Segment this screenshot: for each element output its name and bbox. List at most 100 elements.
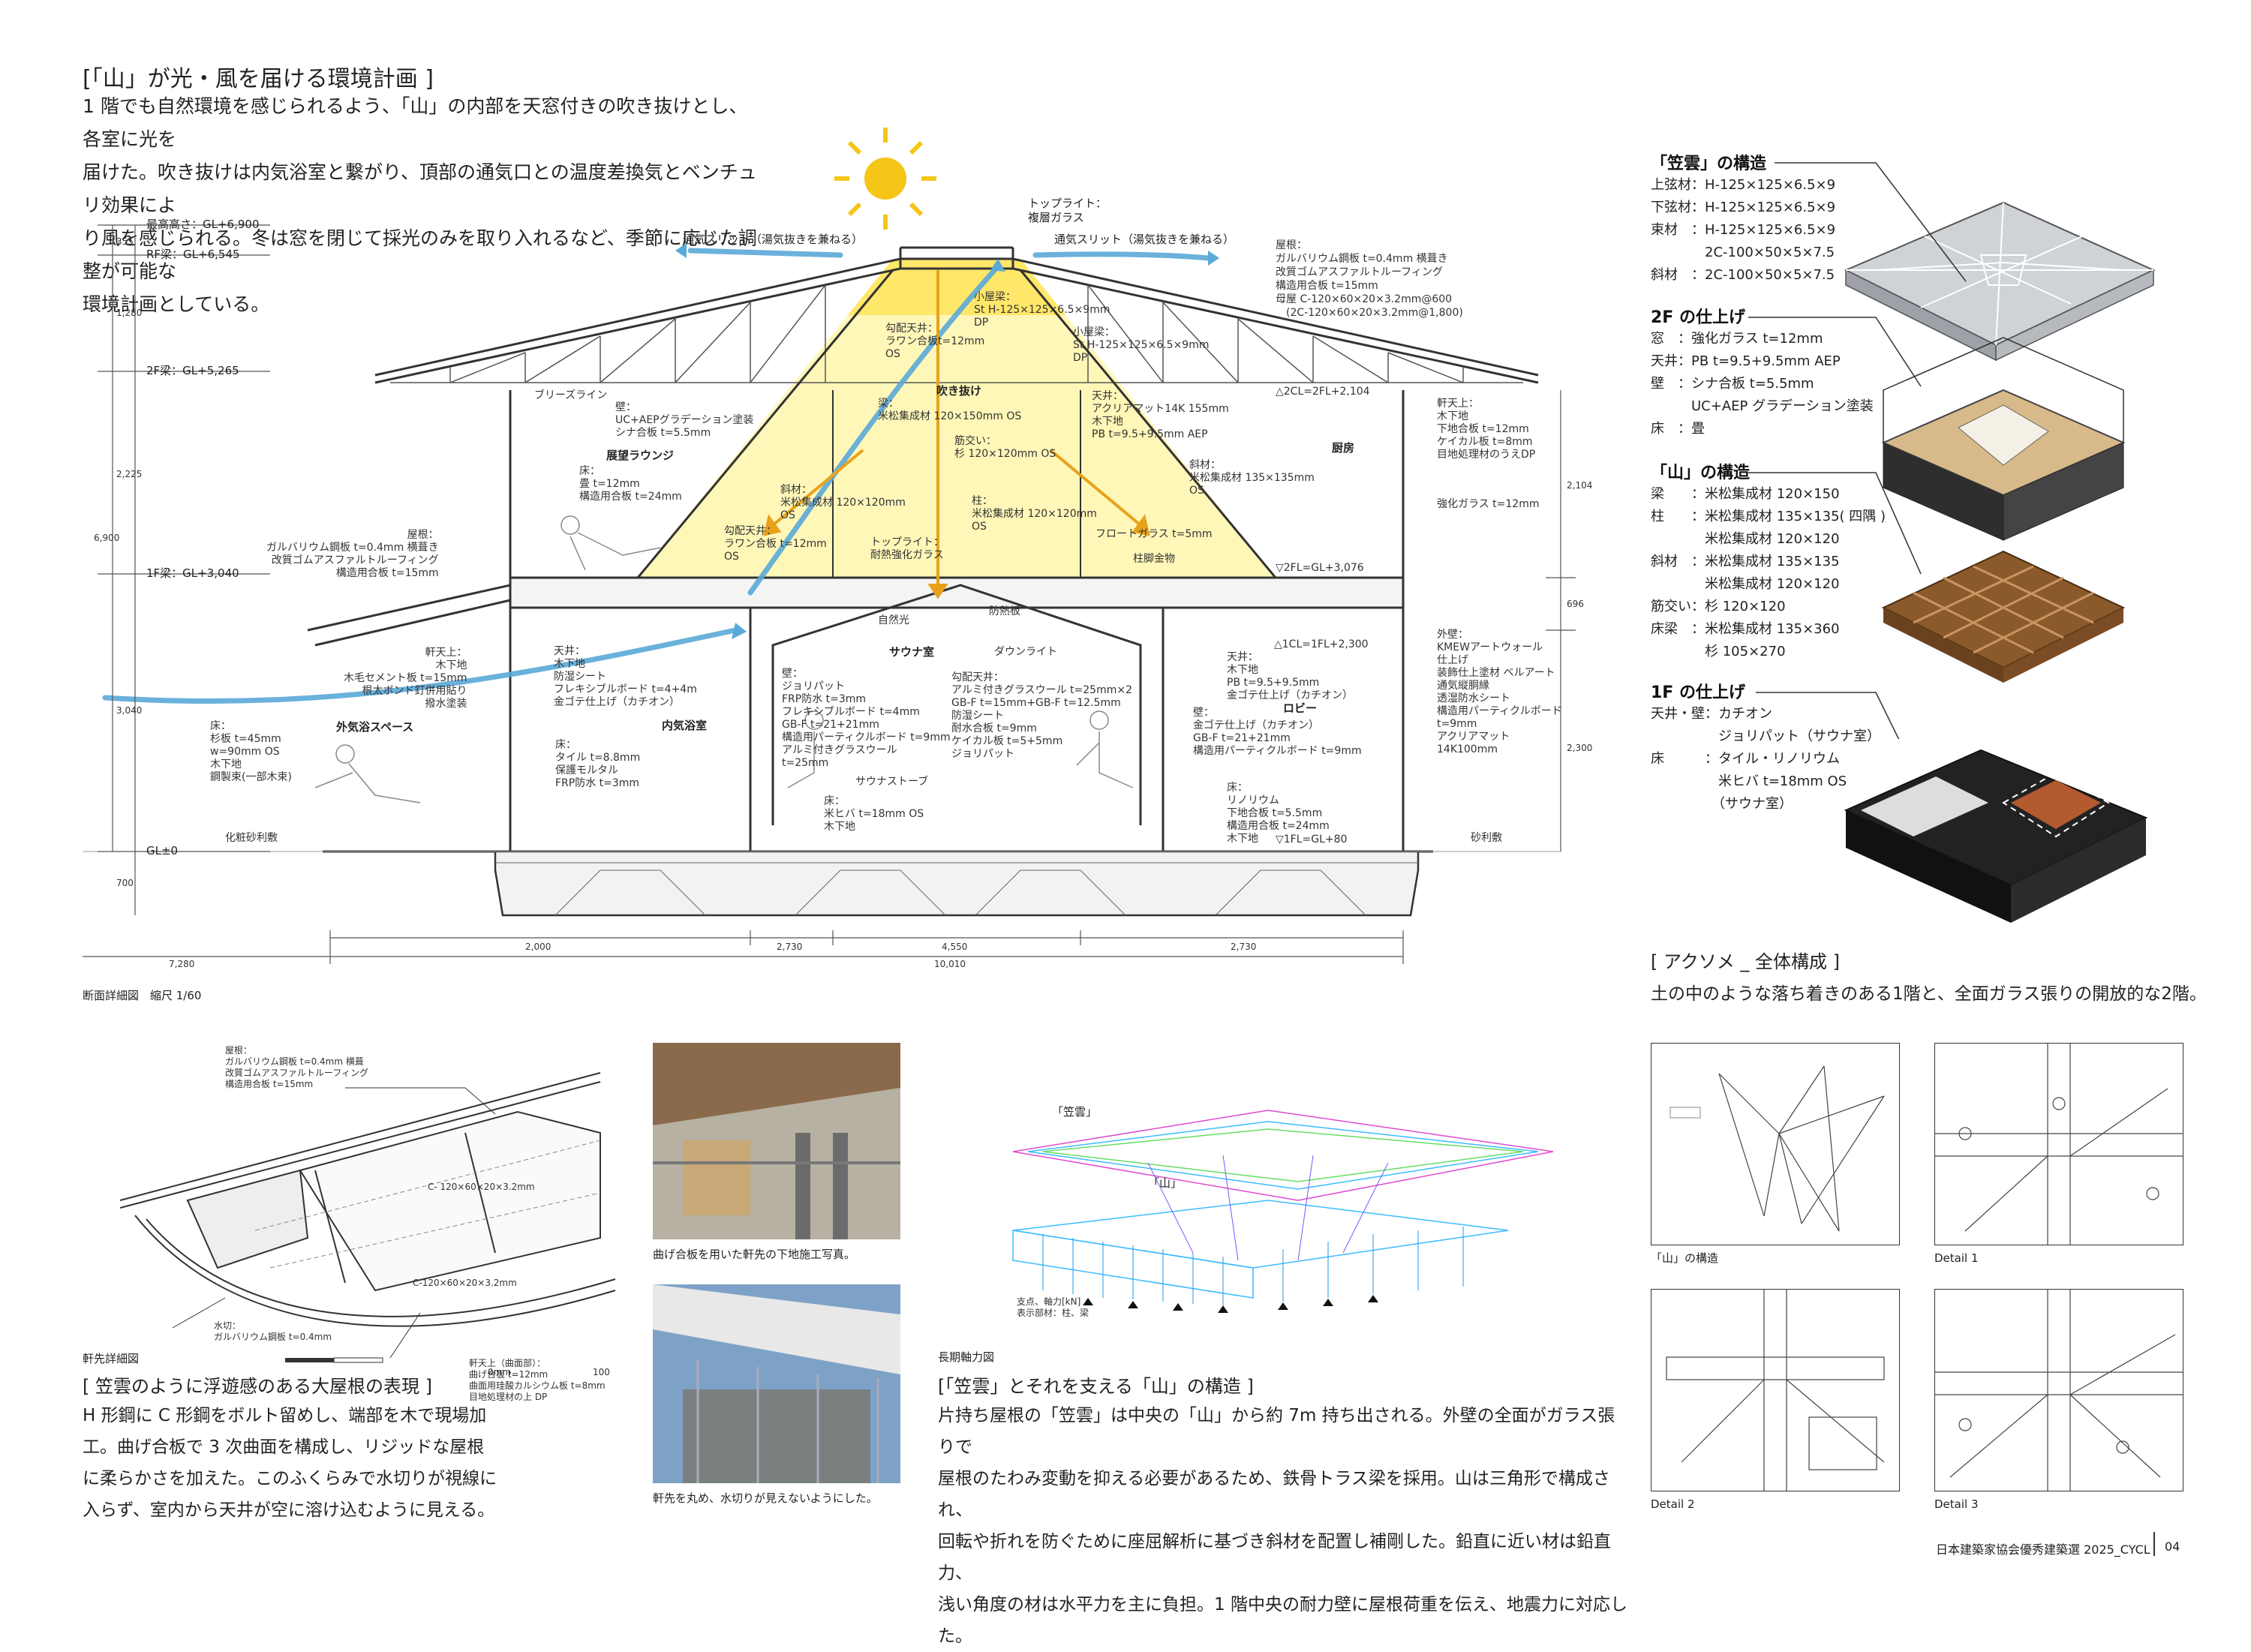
level-label: RF梁：GL+6,545: [146, 248, 240, 261]
label: サウナ室: [889, 645, 935, 659]
dim-v: 355: [116, 236, 134, 247]
photo-caption: 軒先を丸め、水切りが見えないようにした。: [653, 1491, 878, 1505]
label: △1CL=1FL+2,300: [1274, 638, 1369, 650]
label: 筋交い： 杉 120×120mm OS: [954, 435, 1056, 460]
photo-construction-graphic: [653, 1043, 900, 1239]
label: △2CL=2FL+2,104: [1276, 386, 1370, 398]
axo-row: 窓 ：強化ガラス t=12mm: [1651, 331, 1823, 347]
label: 床： 畳 t=12mm 構造用合板 t=24mm: [579, 465, 682, 503]
eave-label: 屋根： ガルバリウム鋼板 t=0.4mm 横葺 改質ゴムアスファルトルーフィング…: [225, 1045, 369, 1089]
eave-line: 入らず、室内から天井が空に溶け込むように見える。: [83, 1500, 495, 1520]
dim-v: 2,104: [1567, 480, 1593, 491]
env-title: [「山」が光・風を届ける環境計画 ]: [83, 66, 434, 92]
label: 外壁： KMEWアートウォール 仕上げ 装飾仕上塗材 ベルアート 通気縦胴縁 透…: [1437, 629, 1562, 755]
label: 内気浴室: [662, 719, 708, 732]
photo-construction: [653, 1043, 900, 1239]
env-line: り風を感じられる。冬は窓を閉じて採光のみを取り入れるなど、季節に応じた調整が可能…: [83, 227, 757, 282]
frame-yama-structure: [1651, 1043, 1900, 1245]
analysis-line: 片持ち屋根の「笠雲」は中央の「山」から約 7m 持ち出される。外壁の全面がガラス…: [938, 1406, 1615, 1457]
label: 勾配天井： アルミ付きグラスウール t=25mm×2 GB-F t=15mm+G…: [951, 671, 1132, 760]
axo-row: UC+AEP グラデーション塗装: [1651, 398, 1874, 414]
label: 床： リノリウム 下地合板 t=5.5mm 構造用合板 t=24mm 木下地: [1227, 782, 1330, 845]
label: 天井： 木下地 PB t=9.5+9.5mm 金ゴテ仕上げ（カチオン）: [1227, 651, 1353, 701]
axo-row: 束材 ：H-125×125×6.5×9: [1651, 222, 1836, 238]
axo-row: ジョリパット（サウナ室）: [1651, 728, 1880, 744]
axo-2f: [1881, 337, 2126, 541]
env-line: 環境計画としている。: [83, 293, 270, 315]
frame-detail-2: [1651, 1289, 1900, 1491]
axo-row: 天井・壁：カチオン: [1651, 706, 1772, 722]
axo-row: 天井：PB t=9.5+9.5mm AEP: [1651, 353, 1841, 369]
label: 床： タイル t=8.8mm 保護モルタル FRP防水 t=3mm: [555, 739, 641, 789]
axo-section-heading: [ アクソメ _ 全体構成 ]: [1651, 951, 1841, 972]
axo-row: 斜材 ：米松集成材 135×135: [1651, 554, 1840, 569]
axo-yama: [1881, 550, 2126, 683]
label: 勾配天井： ラワン合板 t=12mm OS: [724, 525, 827, 563]
label: 砂利敷: [1471, 832, 1502, 844]
label: トップライト： 耐熱強化ガラス: [870, 536, 944, 561]
analysis-line: 浅い角度の材は水平力を主に負担。1 階中央の耐力壁に屋根荷重を伝え、地震力に対応…: [938, 1595, 1627, 1646]
label: ダウンライト: [994, 646, 1057, 658]
axo-1f-text: 1F の仕上げ 天井・壁：カチオン ジョリパット（サウナ室） 床 ：タイル・リノ…: [1651, 679, 1891, 815]
axo-row: 梁 ：米松集成材 120×150: [1651, 486, 1840, 502]
detail-caption: Detail 2: [1651, 1497, 1695, 1511]
dim-v: 2,225: [116, 469, 143, 479]
detail-caption: 「山」の構造: [1651, 1251, 1719, 1265]
axo-row: 米ヒバ t=18mm OS: [1651, 773, 1847, 789]
section-caption: 断面詳細図 縮尺 1/60: [83, 989, 202, 1002]
axo-2f-text: 2F の仕上げ 窓 ：強化ガラス t=12mm 天井：PB t=9.5+9.5m…: [1651, 304, 1891, 440]
axo-row: 米松集成材 120×120: [1651, 531, 1840, 547]
level-label: 1F梁：GL+3,040: [146, 566, 239, 580]
label: 斜材： 米松集成材 120×120mm OS: [780, 484, 906, 521]
label: 天井： アクリアマット14K 155mm 木下地 PB t=9.5+9.5mm …: [1092, 390, 1229, 440]
label: 屋根： ガルバリウム鋼板 t=0.4mm 横葺き 改質ゴムアスファルトルーフィン…: [1276, 239, 1463, 319]
label: 展望ラウンジ: [606, 449, 675, 462]
analysis-line: 屋根のたわみ変動を抑える必要があるため、鉄骨トラス梁を採用。山は三角形で構成され…: [938, 1469, 1610, 1520]
axo-1f: [1844, 749, 2148, 923]
label: 小屋梁： St H-125×125×6.5×9mm DP: [974, 291, 1110, 329]
axo-row: 床 ：畳: [1651, 421, 1705, 437]
dim-v: 696: [1567, 599, 1584, 609]
label: ブリーズライン: [534, 389, 608, 401]
eave-detail-drawing: [119, 1072, 616, 1363]
wind-arrow-rise: [747, 263, 1001, 596]
analysis-line: 回転や折れを防ぐために座屈解析に基づき斜材を配置し補剛した。鉛直に近い材は鉛直力…: [938, 1532, 1611, 1583]
label: 床： 米ヒバ t=18mm OS 木下地: [824, 795, 924, 833]
analysis-description: 片持ち屋根の「笠雲」は中央の「山」から約 7m 持ち出される。外壁の全面がガラス…: [938, 1400, 1628, 1652]
label: トップライト： 複層ガラス: [1028, 197, 1107, 224]
axo-row: （サウナ室）: [1651, 796, 1793, 812]
eave-line: に柔らかさを加えた。このふくらみで水切りが視線に: [83, 1469, 497, 1488]
scale-label: 100: [593, 1367, 610, 1377]
detail-2-sketch: [1666, 1290, 1885, 1491]
eave-label: 水切： ガルバリウム鋼板 t=0.4mm: [214, 1320, 332, 1342]
label: 自然光: [878, 614, 909, 626]
axo-roof: [1844, 201, 2156, 362]
env-description: 1 階でも自然環境を感じられるよう、「山」の内部を天窓付きの吹き抜けとし、各室に…: [83, 90, 758, 321]
axo-description: 土の中のような落ち着きのある1階と、全面ガラス張りの開放的な2階。: [1651, 984, 2207, 1004]
eave-label: C- 120×60×20×3.2mm: [428, 1182, 535, 1192]
dim-v: 3,040: [116, 705, 143, 716]
label: 勾配天井： ラワン合板t=12mm OS: [885, 323, 985, 360]
axo-heading: 1F の仕上げ: [1651, 683, 1745, 702]
label: 小屋梁： St H-125×125×6.5×9mm DP: [1073, 326, 1210, 364]
label: 通気スリット（湯気抜きを兼ねる）: [683, 233, 864, 246]
figure-icons: [314, 515, 1134, 803]
eave-line: H 形鋼に C 形鋼をボルト留めし、端部を木で現場加: [83, 1406, 487, 1425]
light-top: [848, 259, 1065, 315]
eave-label: C-120×60×20×3.2mm: [413, 1278, 517, 1288]
analysis-label: 「笠雲」: [1052, 1105, 1098, 1119]
label: 壁： UC+AEPグラデーション塗装 シナ合板 t=5.5mm: [615, 401, 754, 439]
dim-v: 700: [116, 878, 134, 888]
detail-1-sketch: [1935, 1044, 2183, 1245]
dim-h: 10,010: [934, 959, 966, 969]
analysis-label: 「山」: [1148, 1176, 1183, 1190]
level-label: GL±0: [146, 844, 179, 858]
dim-h: 7,280: [169, 959, 195, 969]
axo-yama-text: 「山」の構造 梁 ：米松集成材 120×150 柱 ：米松集成材 135×135…: [1651, 459, 1891, 663]
level-label: 2F梁：GL+5,265: [146, 364, 239, 377]
axo-row: 床梁 ：米松集成材 135×360: [1651, 621, 1840, 637]
label: 天井： 木下地 防湿シート フレキシブルボード t=4+4m 金ゴテ仕上げ（カチ…: [554, 645, 697, 708]
yama-structure-sketch: [1669, 1065, 1885, 1232]
axo-kasagumo: 「笠雲」の構造 上弦材：H-125×125×6.5×9 下弦材：H-125×12…: [1651, 150, 1891, 287]
frame-detail-1: [1934, 1043, 2183, 1245]
